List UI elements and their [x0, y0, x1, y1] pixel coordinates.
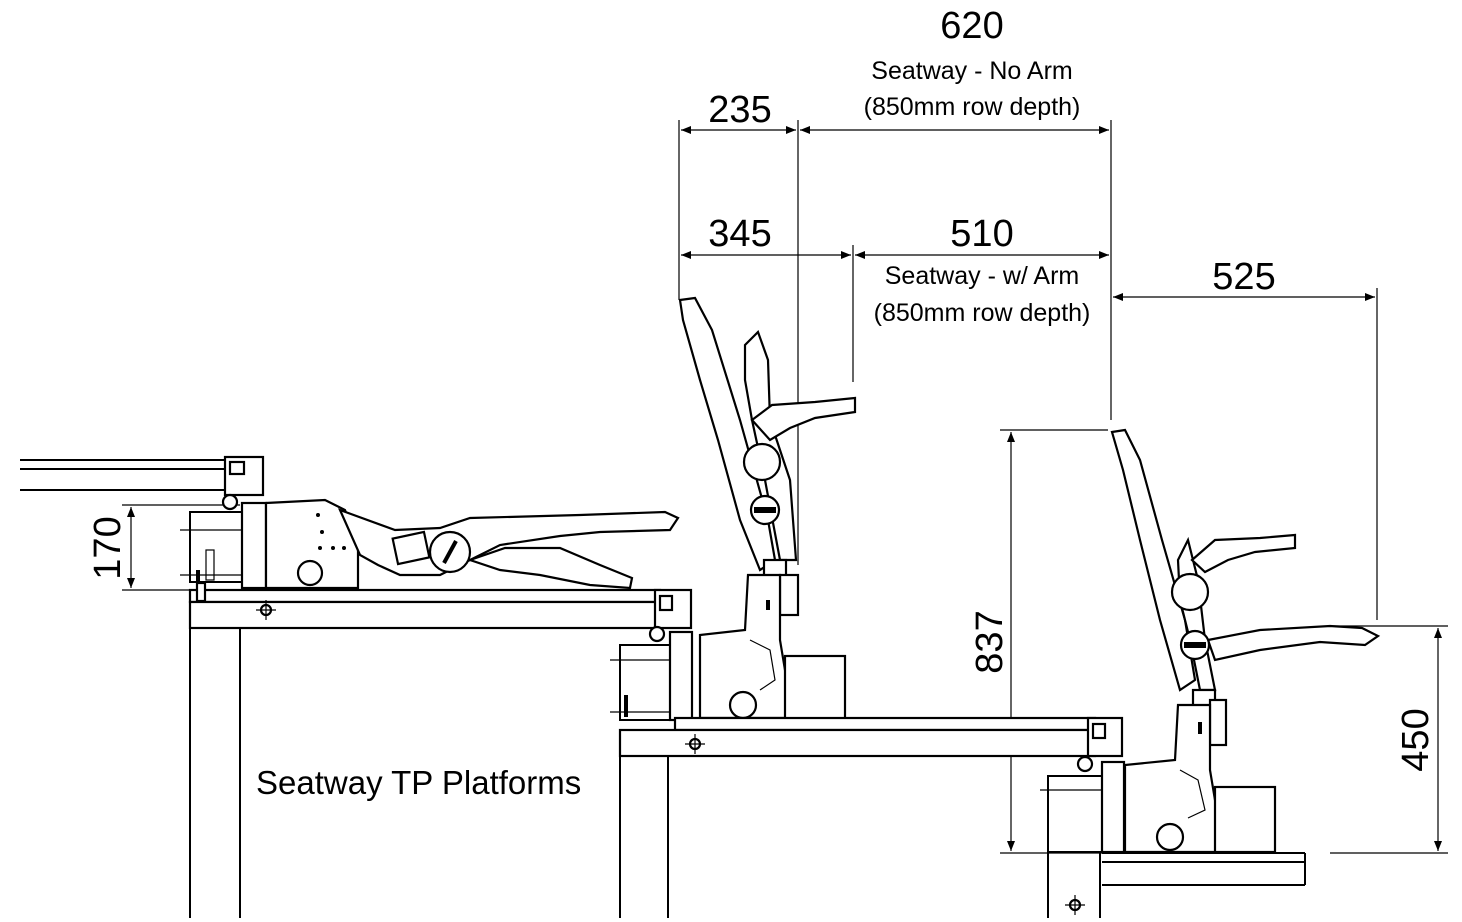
dimension-lines — [122, 120, 1448, 854]
dim-235-value: 235 — [708, 89, 771, 131]
dim-620-value: 620 — [940, 5, 1003, 47]
dim-837-value: 837 — [969, 610, 1011, 673]
dim-510-value: 510 — [950, 213, 1013, 255]
dim-510-label-line2: (850mm row depth) — [874, 299, 1091, 327]
dim-620-label-line1: Seatway - No Arm — [871, 57, 1072, 85]
left-tier — [20, 455, 693, 918]
right-tier — [1040, 428, 1381, 918]
caption: Seatway TP Platforms — [256, 764, 581, 801]
middle-tier — [610, 296, 1124, 918]
dim-620-label-line2: (850mm row depth) — [864, 93, 1081, 121]
dim-170-value: 170 — [87, 516, 129, 579]
dim-345-value: 345 — [708, 213, 771, 255]
dim-525-value: 525 — [1212, 256, 1275, 298]
dim-450-value: 450 — [1395, 708, 1437, 771]
dim-510-label-line1: Seatway - w/ Arm — [885, 262, 1080, 290]
